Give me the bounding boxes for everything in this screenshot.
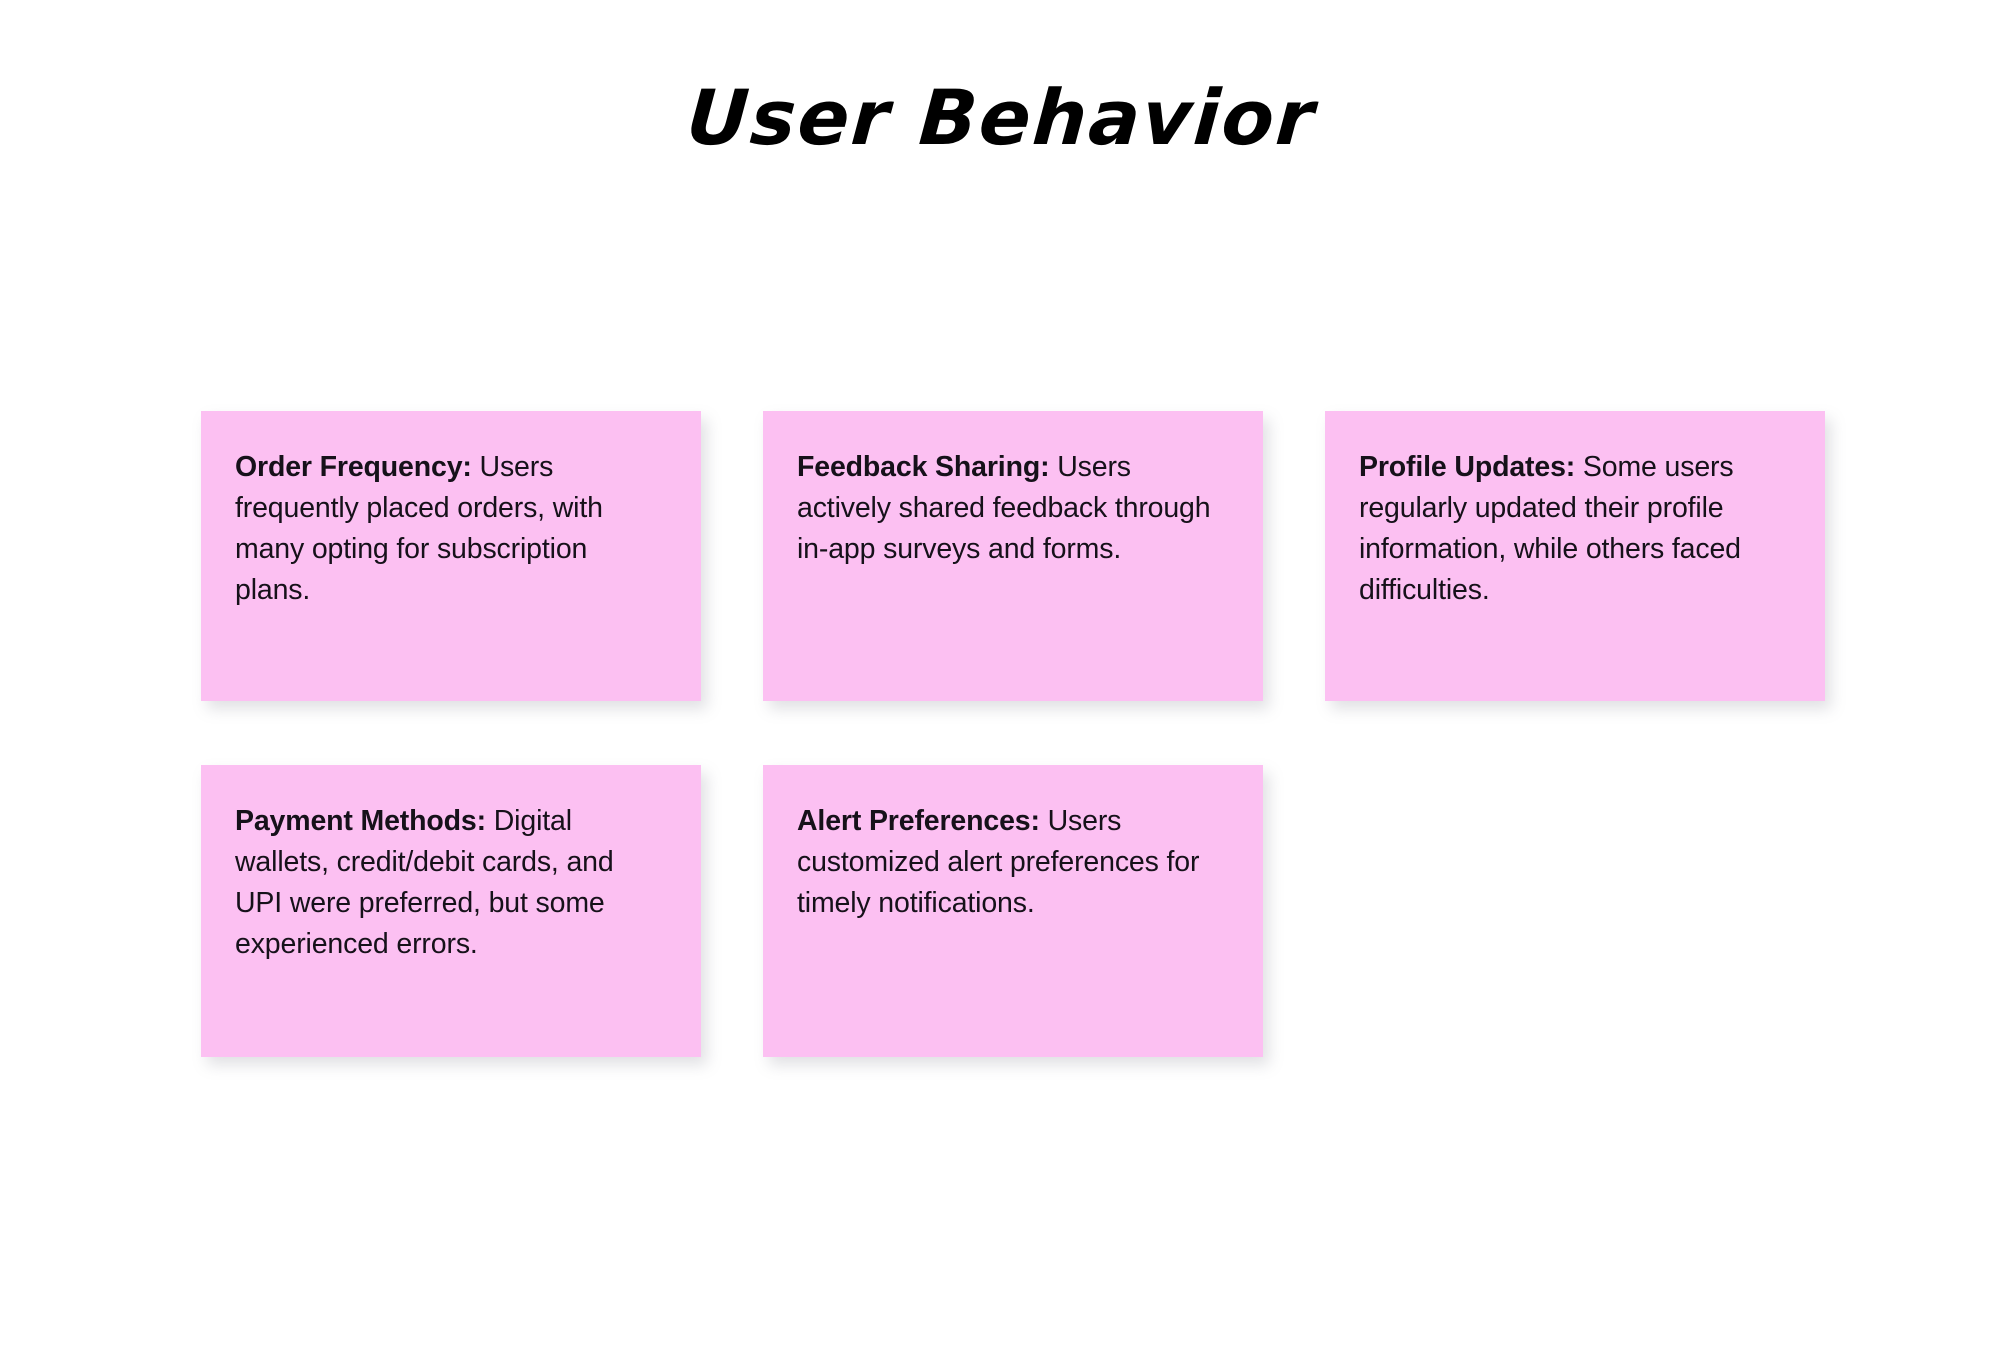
- card-body: Users actively shared feedback through i…: [797, 451, 1211, 566]
- card-lead: Alert Preferences:: [797, 805, 1040, 837]
- card-body: Users customized alert preferences for t…: [797, 805, 1200, 920]
- card-lead: Feedback Sharing:: [797, 451, 1050, 483]
- sticky-note-card[interactable]: Alert Preferences: Users customized aler…: [763, 765, 1263, 1057]
- page-title: User Behavior: [683, 73, 1319, 162]
- card-lead: Payment Methods:: [235, 805, 486, 837]
- card-lead: Profile Updates:: [1359, 451, 1576, 483]
- card-body: Digital wallets, credit/debit cards, and…: [235, 805, 614, 961]
- card-body: Users frequently placed orders, with man…: [235, 451, 603, 607]
- page-title-container: User Behavior: [0, 73, 2002, 162]
- sticky-note-card[interactable]: Order Frequency: Users frequently placed…: [201, 411, 701, 701]
- card-text: Payment Methods: Digital wallets, credit…: [235, 801, 667, 965]
- card-body: Some users regularly updated their profi…: [1359, 451, 1741, 607]
- sticky-note-grid: Order Frequency: Users frequently placed…: [201, 411, 1826, 1057]
- card-lead: Order Frequency:: [235, 451, 472, 483]
- card-text: Profile Updates: Some users regularly up…: [1359, 447, 1791, 611]
- sticky-note-placeholder: [1325, 765, 1825, 1057]
- sticky-note-card[interactable]: Payment Methods: Digital wallets, credit…: [201, 765, 701, 1057]
- card-text: Feedback Sharing: Users actively shared …: [797, 447, 1229, 570]
- card-text: Order Frequency: Users frequently placed…: [235, 447, 667, 611]
- card-text: Alert Preferences: Users customized aler…: [797, 801, 1229, 924]
- sticky-note-card[interactable]: Profile Updates: Some users regularly up…: [1325, 411, 1825, 701]
- sticky-note-card[interactable]: Feedback Sharing: Users actively shared …: [763, 411, 1263, 701]
